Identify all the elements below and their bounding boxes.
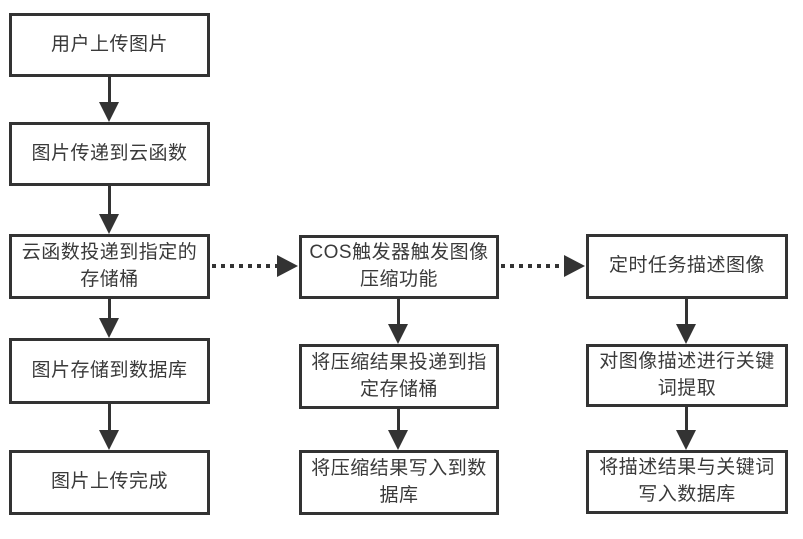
dotted-arrow-m1-r1-line (501, 264, 564, 268)
arrow-l1-l2-stem (108, 77, 111, 102)
arrow-r2-r3-stem (685, 407, 688, 430)
arrow-l2-l3-stem (108, 186, 111, 214)
arrow-l2-l3-head-icon (99, 214, 119, 234)
arrow-l4-l5-head-icon (99, 430, 119, 450)
arrow-m1-m2-head-icon (388, 324, 408, 344)
dotted-arrow-m1-r1-head-icon (564, 255, 585, 277)
arrow-l3-l4-head-icon (99, 318, 119, 338)
arrow-l4-l5-stem (108, 404, 111, 430)
flow-box-cloud-function-deliver-bucket: 云函数投递到指定的 存储桶 (9, 234, 210, 299)
flow-box-keyword-extraction: 对图像描述进行关键 词提取 (586, 344, 788, 407)
flow-box-compress-result-to-bucket: 将压缩结果投递到指 定存储桶 (299, 344, 499, 409)
arrow-r1-r2-head-icon (676, 324, 696, 344)
arrow-m1-m2-stem (397, 299, 400, 324)
arrow-l1-l2-head-icon (99, 102, 119, 122)
dotted-arrow-l3-m1-head-icon (277, 255, 298, 277)
flow-box-cos-trigger-compress: COS触发器触发图像 压缩功能 (299, 235, 499, 299)
arrow-r2-r3-head-icon (676, 430, 696, 450)
flow-box-compress-result-to-database: 将压缩结果写入到数 据库 (299, 450, 499, 515)
flow-box-image-upload-complete: 图片上传完成 (9, 450, 210, 515)
flow-box-scheduled-task-describe-image: 定时任务描述图像 (586, 234, 788, 299)
flow-box-image-store-database: 图片存储到数据库 (9, 338, 210, 404)
flow-box-description-keywords-to-database: 将描述结果与关键词 写入数据库 (586, 450, 788, 514)
arrow-l3-l4-stem (108, 299, 111, 318)
flow-box-user-upload-image: 用户上传图片 (9, 13, 210, 77)
dotted-arrow-l3-m1-line (212, 264, 277, 268)
arrow-r1-r2-stem (685, 299, 688, 324)
flow-box-image-to-cloud-function: 图片传递到云函数 (9, 122, 210, 186)
arrow-m2-m3-stem (397, 409, 400, 430)
arrow-m2-m3-head-icon (388, 430, 408, 450)
